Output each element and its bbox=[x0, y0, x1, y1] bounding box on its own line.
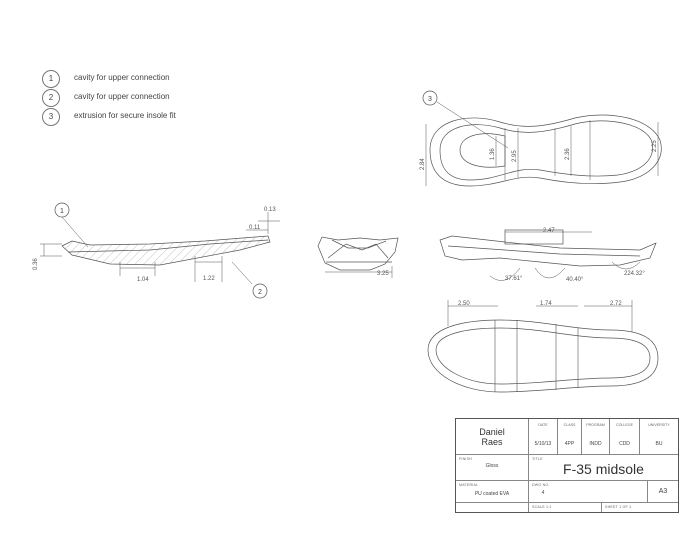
dim-side-base-a: 1.04 bbox=[137, 277, 149, 283]
bottom-view bbox=[427, 300, 659, 393]
legend-number: 2 bbox=[42, 89, 60, 107]
legend-number: 3 bbox=[42, 108, 60, 126]
front-view bbox=[317, 236, 399, 278]
dim-top-heel-inner: 1.36 bbox=[490, 148, 496, 160]
date-label: DATE bbox=[538, 423, 548, 427]
finish-value: Gloss bbox=[485, 463, 499, 469]
material-label: MATERIAL bbox=[459, 483, 479, 487]
dim-side-base-b: 1.22 bbox=[203, 276, 215, 282]
title-block: Daniel Raes DATE 5/10/13 CLASS 4PP PROGR… bbox=[455, 418, 679, 513]
dim-side-height: 0.36 bbox=[33, 258, 39, 270]
dim-top-length: 2.84 bbox=[420, 158, 426, 170]
drawing-number-cell: DWG NO. 4 bbox=[529, 481, 648, 503]
material-value: PU coated EVA bbox=[474, 491, 510, 497]
date-value: 5/10/13 bbox=[534, 441, 552, 447]
college-value: CDD bbox=[619, 441, 630, 447]
dim-front-width: 3.25 bbox=[377, 271, 389, 277]
top-view bbox=[422, 90, 662, 187]
class-value: 4PP bbox=[564, 441, 575, 447]
blank-cell bbox=[456, 503, 529, 512]
finish-label: FINISH bbox=[459, 457, 472, 461]
dim-angle-a: 37.61° bbox=[505, 276, 523, 282]
title-cell: TITLE F-35 midsole bbox=[529, 455, 678, 481]
drawing-number-label: DWG NO. bbox=[532, 483, 550, 487]
scale-cell: SCALE 1:1 bbox=[529, 503, 602, 512]
dim-side-top-b: 0.11 bbox=[249, 225, 261, 231]
program-value: INDD bbox=[589, 441, 602, 447]
class-label: CLASS bbox=[563, 423, 576, 427]
dim-bottom-b: 1.74 bbox=[540, 301, 552, 307]
college-label: COLLEGE bbox=[616, 423, 633, 427]
designer-cell: Daniel Raes bbox=[456, 419, 529, 455]
college-cell: COLLEGE CDD bbox=[610, 419, 640, 455]
dim-side-top-a: 0.13 bbox=[264, 207, 276, 213]
dim-angle-b: 40.40° bbox=[566, 277, 584, 283]
sheet-size: A3 bbox=[658, 488, 668, 495]
dim-top-mid: 2.36 bbox=[565, 148, 571, 160]
dim-angle-c: 224.32° bbox=[624, 271, 645, 277]
dim-profile-length: 2.47 bbox=[543, 228, 555, 234]
program-label: PROGRAM bbox=[586, 423, 605, 427]
legend-text: cavity for upper connection bbox=[74, 92, 170, 101]
sheet-label: SHEET 1 OF 1 bbox=[605, 505, 632, 509]
dim-top-center: 2.95 bbox=[512, 150, 518, 162]
callout-1: 1 bbox=[60, 208, 64, 215]
class-cell: CLASS 4PP bbox=[558, 419, 582, 455]
university-value: BU bbox=[655, 441, 663, 447]
date-cell: DATE 5/10/13 bbox=[529, 419, 558, 455]
scale-label: SCALE 1:1 bbox=[532, 505, 552, 509]
size-cell: A3 bbox=[648, 481, 678, 503]
legend-text: cavity for upper connection bbox=[74, 73, 170, 82]
drawing-number: 4 bbox=[541, 490, 545, 496]
callout-2: 2 bbox=[258, 289, 262, 296]
title-label: TITLE bbox=[532, 457, 543, 461]
callout-3: 3 bbox=[428, 96, 432, 103]
dim-top-toe: 2.25 bbox=[652, 140, 658, 152]
drawing-title: F-35 midsole bbox=[563, 461, 644, 477]
program-cell: PROGRAM INDD bbox=[582, 419, 610, 455]
finish-cell: FINISH Gloss bbox=[456, 455, 529, 481]
sheet-cell: SHEET 1 OF 1 bbox=[602, 503, 678, 512]
designer-name: Daniel Raes bbox=[479, 427, 505, 447]
side-section-view bbox=[40, 202, 280, 299]
dim-bottom-c: 2.72 bbox=[610, 301, 622, 307]
material-cell: MATERIAL PU coated EVA bbox=[456, 481, 529, 503]
dim-bottom-a: 2.50 bbox=[458, 301, 470, 307]
legend-number: 1 bbox=[42, 70, 60, 88]
profile-view bbox=[439, 229, 657, 281]
university-cell: UNIVERSITY BU bbox=[640, 419, 678, 455]
legend-text: extrusion for secure insole fit bbox=[74, 111, 176, 120]
university-label: UNIVERSITY bbox=[648, 423, 670, 427]
